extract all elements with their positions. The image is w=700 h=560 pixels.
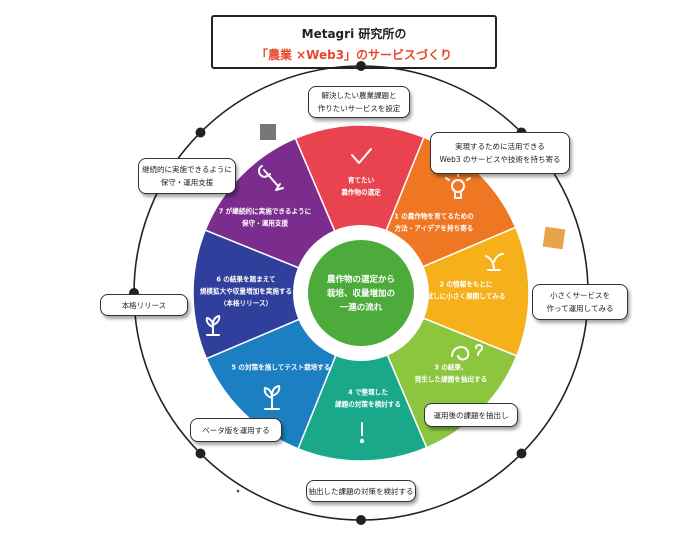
callout-set-issue-line: 解決したい農業課題と: [321, 91, 397, 100]
callout-maintenance-line: 保守・運用支援: [160, 178, 214, 187]
title-line-1: Metagri 研究所の: [301, 27, 407, 41]
title-box: Metagri 研究所の 「農業 ×Web3」のサービスづくり: [211, 15, 497, 69]
ring-dot-6: [195, 448, 206, 459]
callout-small-service-line: 作って運用してみる: [546, 304, 614, 313]
ring-dot-8: [195, 127, 206, 138]
segment-label-6: 5 の対策を施してテスト栽培する: [232, 362, 331, 371]
segment-7: [192, 229, 363, 360]
callout-maintenance: 継続的に実施できるように保守・運用支援: [138, 158, 236, 194]
sprout-icon: [485, 253, 504, 271]
lightbulb-icon: [445, 171, 471, 199]
callout-bring-web3-line: 実現するために活用できる: [455, 142, 545, 151]
segment-label-3: 2 の情報をもとに試しに小さく展開してみる: [427, 279, 506, 300]
segment-3: [359, 226, 530, 357]
callout-beta-line: ベータ版を運用する: [202, 425, 270, 435]
callout-maintenance-line: 継続的に実施できるように: [142, 165, 232, 174]
callout-consider-measures: 抽出した課題の対策を検討する: [306, 480, 416, 502]
exclamation-icon: [359, 422, 365, 444]
segment-label-4: 3 の結果、発生した課題を抽出する: [414, 362, 488, 383]
callout-beta: ベータ版を運用する: [190, 418, 282, 442]
callout-small-service-line: 小さくサービスを: [550, 291, 610, 300]
deco-square-orange: [542, 226, 566, 250]
callout-set-issue: 解決したい農業課題と作りたいサービスを設定: [308, 86, 410, 118]
ring-dot-4: [516, 448, 527, 459]
callout-extract-issue-line: 運用後の課題を抽出し: [433, 410, 509, 420]
callout-release-line: 本格リリース: [121, 300, 167, 310]
segment-label-1: 育てたい農作物の選定: [341, 175, 381, 196]
thinking-icon: [451, 344, 483, 361]
plant-icon: [263, 385, 281, 410]
check-icon: [351, 148, 372, 164]
segment-1: [294, 124, 425, 295]
callout-small-service: 小さくサービスを作って運用してみる: [532, 284, 628, 320]
callout-extract-issue: 運用後の課題を抽出し: [424, 403, 518, 427]
center-hub: [308, 240, 414, 346]
segment-label-5: 4 で整理した課題の対策を検討する: [335, 387, 401, 408]
wrench-icon: [258, 165, 284, 191]
segment-label-2: 1 の農作物を育てるための方法・アイデアを持ち寄る: [394, 211, 474, 232]
callout-release: 本格リリース: [100, 294, 188, 316]
segment-label-8: 7 が継続的に実施できるように保守・運用支援: [219, 206, 312, 227]
callout-bring-web3: 実現するために活用できる Web3 のサービスや技術を持ち寄る: [430, 132, 570, 174]
segment-5: [297, 291, 428, 462]
center-hub-text: 農作物の選定から栽培、収量増加の一連の流れ: [327, 274, 395, 313]
ring-dot-5: [356, 515, 366, 525]
title-line-2: 「農業 ×Web3」のサービスづくり: [255, 48, 453, 62]
callout-set-issue-line: 作りたいサービスを設定: [317, 104, 401, 113]
seedling-icon: [205, 315, 221, 336]
callout-bring-web3-line: Web3 のサービスや技術を持ち寄る: [439, 155, 561, 164]
callout-consider-measures-line: 抽出した課題の対策を検討する: [308, 486, 414, 496]
deco-dot: [236, 489, 240, 493]
segment-label-7: 6 の結果を踏まえて規模拡大や収量増加を実施する（本格リリース）: [200, 274, 292, 307]
deco-square-gray: [260, 124, 276, 140]
ring-dot-1: [356, 61, 366, 71]
